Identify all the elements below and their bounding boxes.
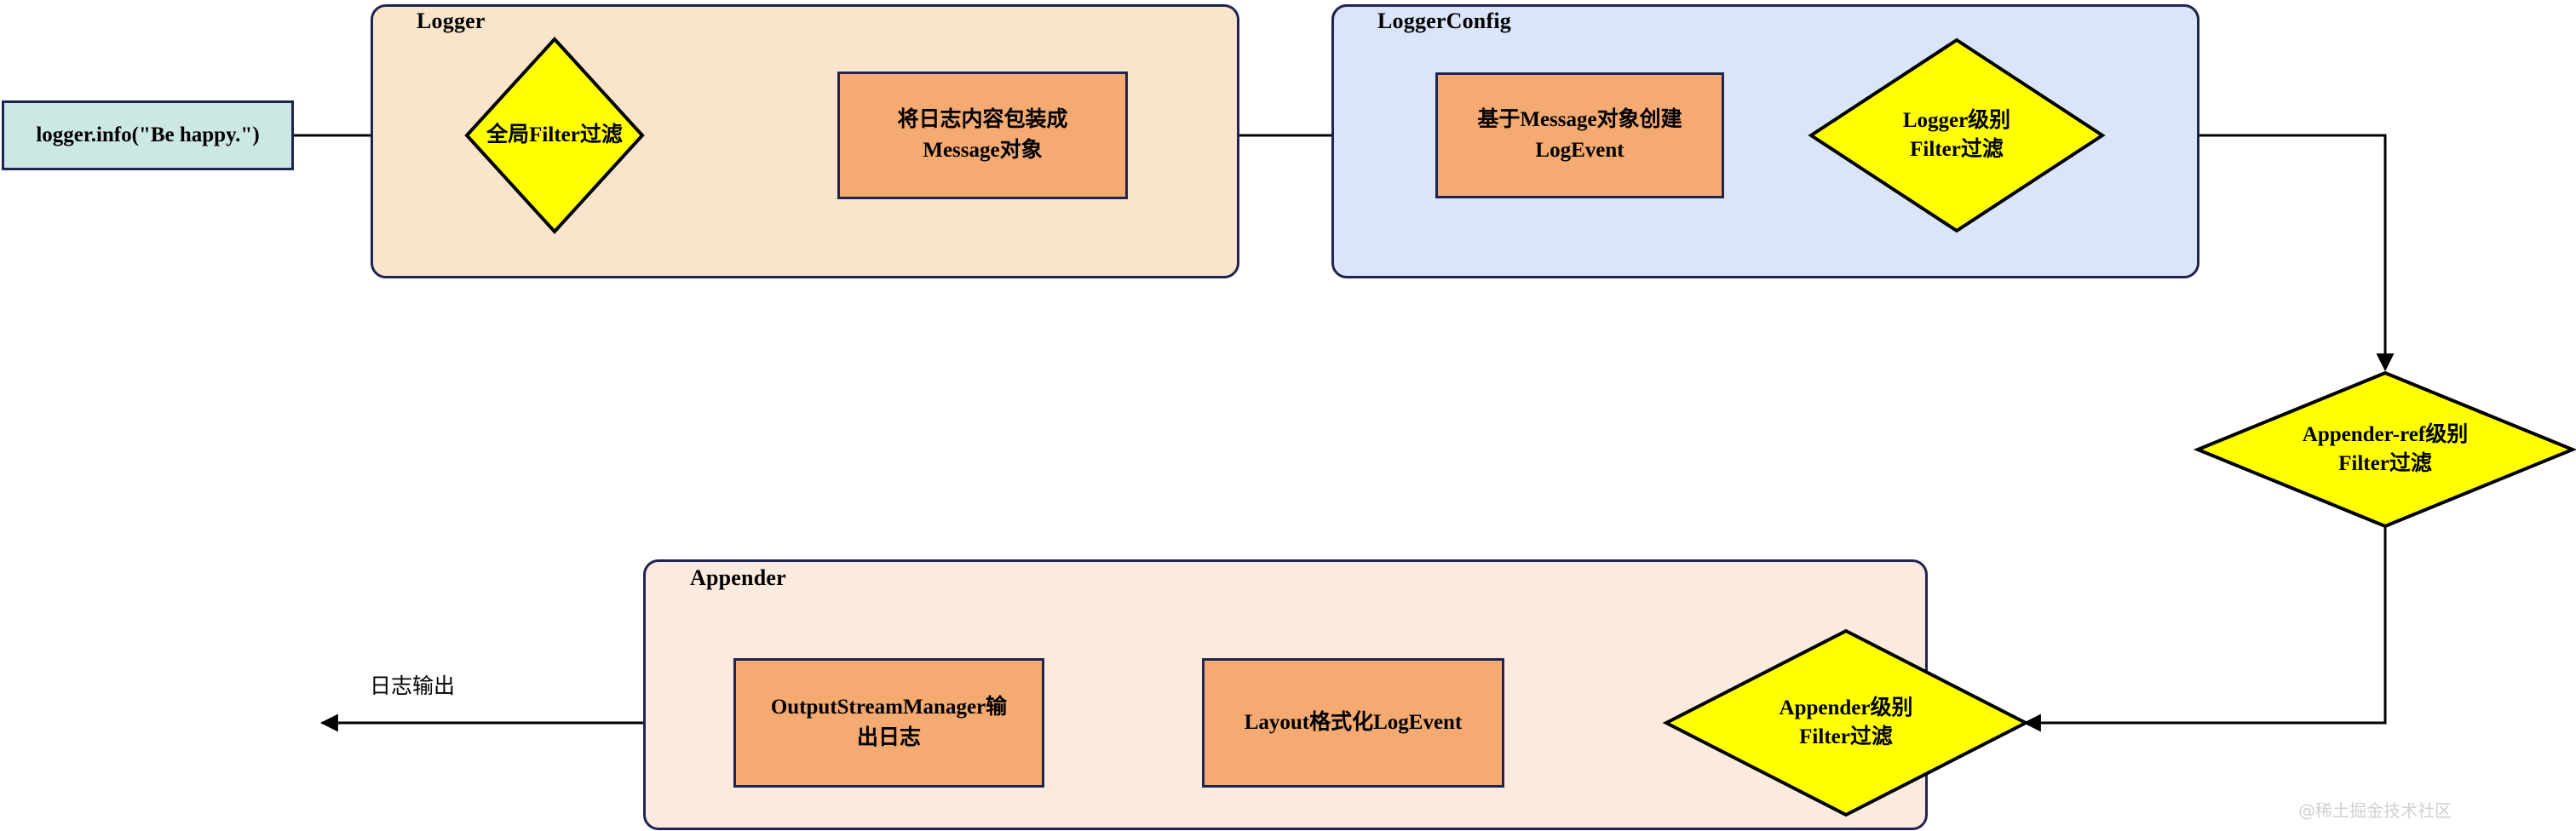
lane-appender-title: Appender (690, 565, 786, 590)
edge-label-log-output: 日志输出 (370, 675, 456, 698)
node-create-logevent-line1: 基于Message对象创建 (1477, 107, 1682, 131)
node-appender-ref-level-filter[interactable]: Appender-ref级别 Filter过滤 (2193, 370, 2576, 529)
node-wrap-message-line1: 将日志内容包装成 (897, 107, 1068, 131)
node-wrap-message[interactable]: 将日志内容包装成 Message对象 (837, 72, 1128, 199)
node-layout-format[interactable]: Layout格式化LogEvent (1202, 658, 1504, 788)
node-create-logevent-line2: LogEvent (1535, 139, 1624, 162)
node-start-logger-info[interactable]: logger.info("Be happy.") (2, 100, 294, 170)
lane-logger-title: Logger (417, 9, 486, 33)
node-global-filter[interactable]: 全局Filter过滤 (464, 37, 645, 234)
node-wrap-message-line2: Message对象 (923, 139, 1043, 162)
watermark: @稀土掘金技术社区 (2298, 800, 2452, 821)
node-output-stream-manager-line1: OutputStreamManager输 (770, 695, 1008, 719)
node-logger-level-filter[interactable]: Logger级别 Filter过滤 (1808, 37, 2106, 233)
lane-loggerconfig-title: LoggerConfig (1377, 9, 1511, 33)
edge-appender-ref-filter-to-appender-level-filter (2022, 527, 2387, 732)
node-appender-level-filter[interactable]: Appender级别 Filter过滤 (1662, 628, 2030, 817)
node-output-stream-manager[interactable]: OutputStreamManager输 出日志 (733, 658, 1044, 788)
node-output-stream-manager-line2: 出日志 (856, 726, 921, 749)
node-create-logevent[interactable]: 基于Message对象创建 LogEvent (1435, 72, 1724, 198)
